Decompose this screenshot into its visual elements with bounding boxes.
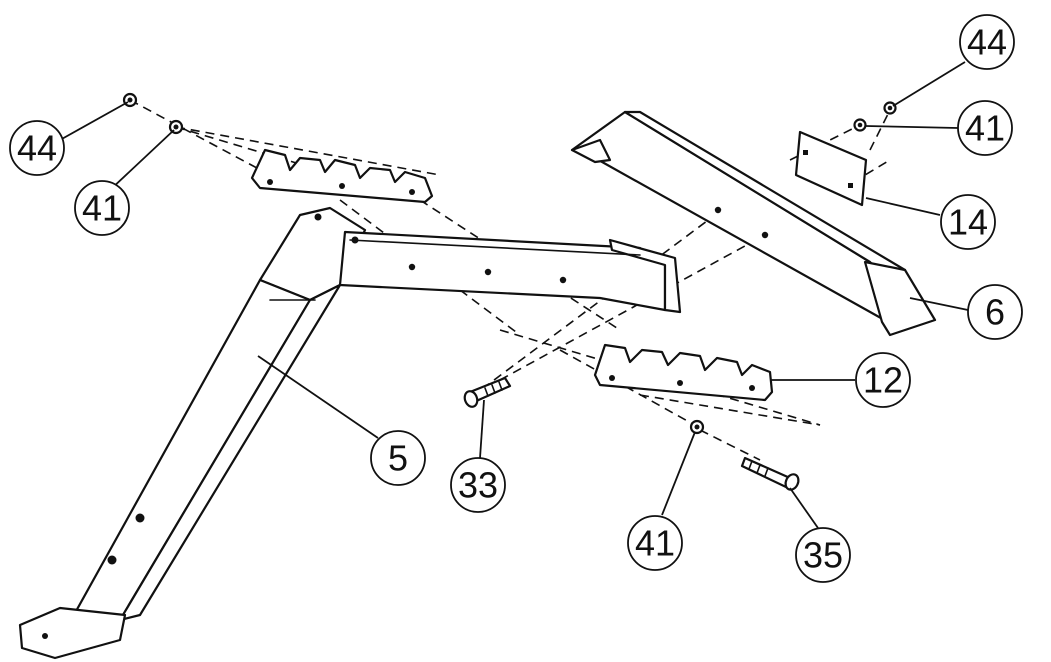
callout-35: 35 (795, 527, 851, 583)
callout-label: 41 (965, 108, 1005, 149)
callout-41-top-left: 41 (74, 180, 130, 236)
callout-12: 12 (855, 352, 911, 408)
washer-41-right (853, 118, 867, 132)
plate-part-14 (794, 130, 868, 207)
fasteners (122, 92, 897, 491)
callout-label: 6 (985, 292, 1005, 333)
callout-label: 41 (82, 188, 122, 229)
washer-41-left (168, 119, 184, 135)
nut-44-right (883, 101, 897, 115)
bolt-33 (463, 376, 512, 408)
callout-label: 35 (803, 535, 843, 576)
callout-14: 14 (940, 194, 996, 250)
callout-33: 33 (450, 457, 506, 513)
callout-41-bottom: 41 (627, 515, 683, 571)
beam-part-6 (570, 110, 937, 337)
callout-41-top-right: 41 (957, 100, 1013, 156)
callout-label: 33 (458, 465, 498, 506)
washer-41-bottom (689, 419, 705, 435)
callout-44-top-left: 44 (9, 120, 65, 176)
bolt-35 (740, 456, 800, 491)
callout-label: 5 (388, 438, 408, 479)
frame-part-5 (18, 206, 682, 660)
callout-label: 41 (635, 523, 675, 564)
callout-6: 6 (967, 284, 1023, 340)
callout-label: 14 (948, 202, 988, 243)
callout-label: 44 (17, 128, 57, 169)
rack-part-12-lower (593, 343, 774, 402)
callout-label: 44 (967, 22, 1007, 63)
callout-label: 12 (863, 360, 903, 401)
callouts: 44 41 44 41 14 6 12 5 (9, 14, 1023, 583)
callout-5: 5 (370, 430, 426, 486)
rack-part-12-upper (250, 148, 434, 204)
leader-lines (59, 61, 969, 529)
callout-44-top-right: 44 (959, 14, 1015, 70)
